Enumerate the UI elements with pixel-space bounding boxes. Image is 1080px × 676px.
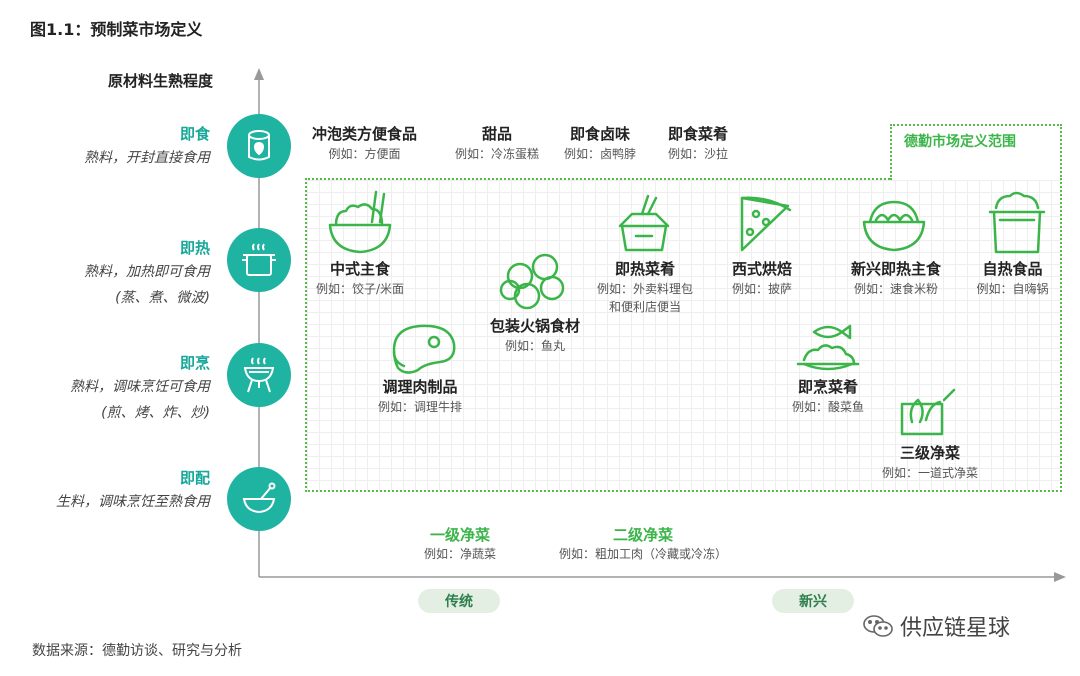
meat-title: 调理肉制品 [382,378,458,396]
instant-noodles-example: 例如：方便面 [328,147,401,161]
can-icon [227,114,291,178]
level-cook-desc-2: (煎、烤、炸、炒) [101,405,210,421]
heat-dish-title: 即热菜肴 [614,260,675,278]
x-axis-emerging: 新兴 [772,589,854,613]
watermark-text: 供应链星球 [900,616,1011,641]
takeout-box-icon [618,194,670,252]
braised-title: 即食卤味 [569,125,630,143]
level-cook-desc: 熟料，调味烹饪可食用 [70,379,210,395]
veg2-example: 例如：粗加工肉（冷藏或冷冻） [558,547,727,561]
scope-region [305,178,1062,492]
y-axis-label: 原材料生熟程度 [108,72,214,90]
self-heat-example: 例如：自嗨锅 [976,282,1049,296]
scope-label: 德勤市场定义范围 [904,134,1016,150]
x-axis-arrow [1054,572,1066,582]
self-heat-title: 自热食品 [982,260,1043,278]
heat-dish-example-2: 和便利店便当 [608,300,681,314]
rice-bowl-icon [328,190,392,254]
level-heat-title: 即热 [179,239,210,257]
cook-dish-title: 即烹菜肴 [797,378,858,396]
level-cook-title: 即烹 [179,354,210,372]
ready-dish-example: 例如：沙拉 [667,147,728,161]
fishball-icon [499,253,565,310]
veg3-title: 三级净菜 [899,444,960,462]
ready-dish-title: 即食菜肴 [667,125,728,143]
instant-noodles-title: 冲泡类方便食品 [311,125,417,143]
noodle-bowl-icon [862,200,926,252]
y-axis-arrow [254,68,264,80]
source-note: 数据来源：德勤访谈、研究与分析 [32,643,242,659]
hotpot-title: 包装火锅食材 [489,317,580,335]
pizza-icon [740,196,792,252]
heat-dish-example: 例如：外卖料理包 [596,282,693,296]
vegetable-box-icon [900,388,956,436]
mortar-icon [227,467,291,531]
fish-dish-icon [796,324,860,371]
level-instant-desc: 熟料，开封直接食用 [84,150,210,166]
new-staple-title: 新兴即热主食 [850,260,941,278]
grill-icon [227,343,291,407]
western-bake-title: 西式烘焙 [731,260,792,278]
veg2-title: 二级净菜 [612,526,673,544]
watermark: 供应链星球 [862,610,1010,642]
figure-title: 图1.1：预制菜市场定义 [30,20,203,39]
level-instant-title: 即食 [179,125,210,143]
level-prep-desc: 生料，调味烹饪至熟食用 [56,494,210,510]
hotpot-example: 例如：鱼丸 [504,339,565,353]
veg3-example: 例如：一道式净菜 [881,466,978,480]
x-axis-traditional: 传统 [418,589,500,613]
scope-tab [890,124,1062,180]
chinese-staple-example: 例如：饺子/米面 [315,282,405,296]
veg1-example: 例如：净蔬菜 [423,547,496,561]
cook-dish-example: 例如：酸菜鱼 [791,400,864,414]
dessert-title: 甜品 [481,125,512,143]
new-staple-example: 例如：速食米粉 [853,282,938,296]
chinese-staple-title: 中式主食 [329,260,390,278]
self-heat-pot-icon [988,191,1046,254]
veg1-title: 一级净菜 [429,526,490,544]
pot-icon [227,228,291,292]
wechat-icon [863,615,893,637]
steak-icon [392,324,456,374]
western-bake-example: 例如：披萨 [731,282,792,296]
level-prep-title: 即配 [179,469,210,487]
dessert-example: 例如：冷冻蛋糕 [454,147,539,161]
meat-example: 例如：调理牛排 [377,400,462,414]
level-heat-desc: 熟料，加热即可食用 [84,264,210,280]
braised-example: 例如：卤鸭脖 [563,147,636,161]
level-heat-desc-2: (蒸、煮、微波) [115,290,210,306]
